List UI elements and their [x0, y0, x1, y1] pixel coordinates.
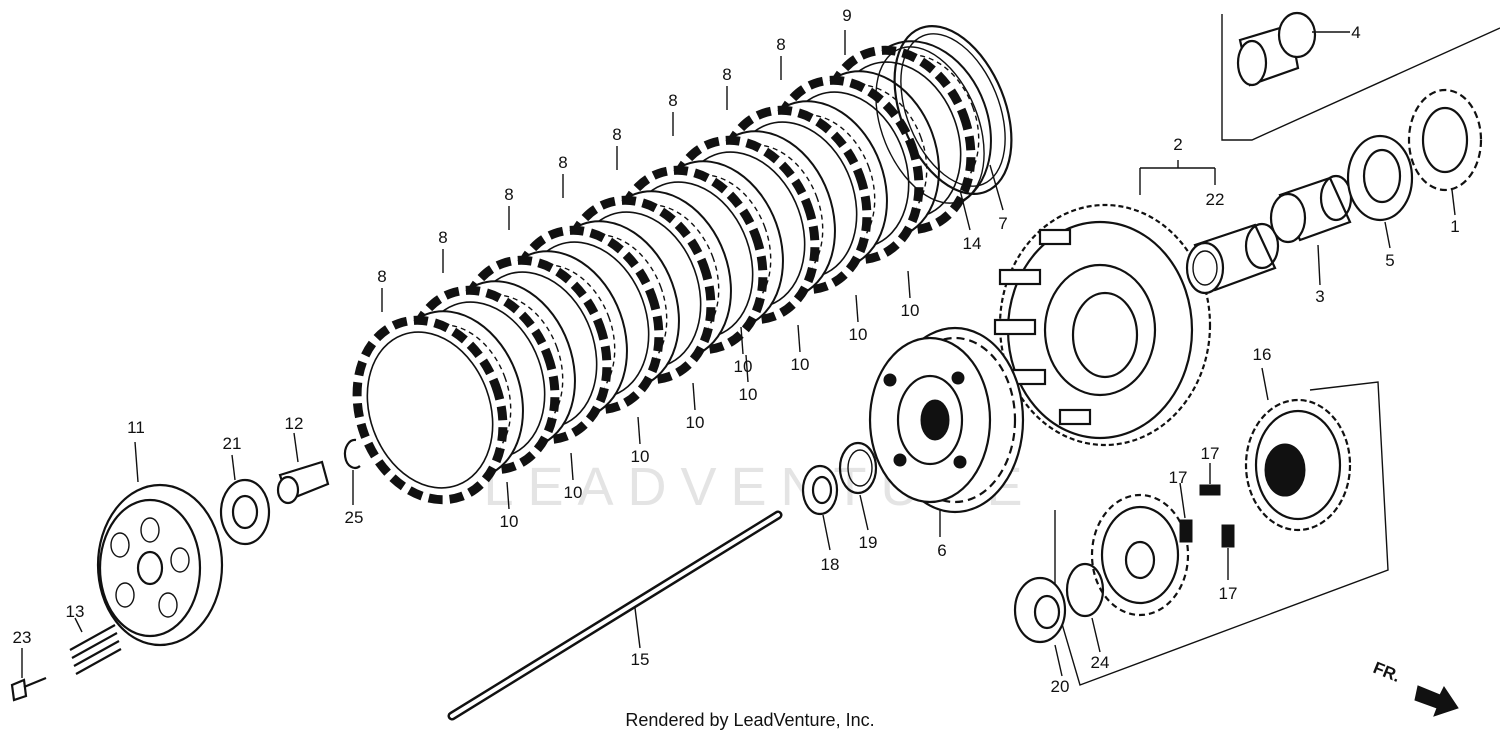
part-15-lifter-rod [447, 510, 783, 721]
part-20-washer [1013, 576, 1067, 644]
callout-6: 6 [937, 541, 946, 560]
callout-12: 12 [285, 414, 304, 433]
front-label: FR. [1371, 658, 1404, 686]
part-5-washer [1346, 134, 1414, 222]
part-25-clip [343, 438, 361, 469]
part-17-springs [1179, 484, 1235, 548]
callout-25: 25 [345, 508, 364, 527]
part-21-bearing [219, 478, 271, 546]
callout-22: 22 [1206, 190, 1225, 209]
part-12-lifter-piece [276, 460, 330, 505]
part-18-nut [801, 464, 839, 516]
part-16-gear [1244, 398, 1352, 532]
callout-11: 11 [127, 418, 145, 437]
callout-17a: 17 [1201, 444, 1220, 463]
part-14-ring [875, 46, 985, 204]
callout-14: 14 [963, 234, 982, 253]
part-11-pressure-plate [96, 483, 224, 647]
callout-9: 9 [842, 6, 851, 25]
friction-disc [352, 315, 508, 505]
callout-19: 19 [859, 533, 878, 552]
part-7-ring [893, 25, 1013, 195]
callout-8: 8 [776, 35, 785, 54]
callout-4: 4 [1351, 23, 1360, 42]
callout-13: 13 [66, 602, 85, 621]
callout-17c: 17 [1219, 584, 1238, 603]
callout-20: 20 [1051, 677, 1070, 696]
leader-lines [21, 30, 1456, 678]
callout-1: 1 [1450, 217, 1459, 236]
callout-10: 10 [791, 355, 810, 374]
front-direction-arrow: FR. [1371, 658, 1459, 717]
callout-10: 10 [631, 447, 650, 466]
callout-3: 3 [1315, 287, 1324, 306]
clutch-outer [993, 203, 1212, 447]
callout-10: 10 [901, 301, 920, 320]
callout-7: 7 [998, 214, 1007, 233]
part-19-washer [838, 441, 878, 495]
footer-credit: Rendered by LeadVenture, Inc. [625, 710, 874, 730]
part-22-needle-bearing [1185, 222, 1280, 295]
callout-8: 8 [438, 228, 447, 247]
callout-21: 21 [223, 434, 242, 453]
callout-15: 15 [631, 650, 650, 669]
callout-8: 8 [612, 125, 621, 144]
callout-16: 16 [1253, 345, 1272, 364]
arrow-right-icon [1414, 685, 1459, 717]
callout-8: 8 [668, 91, 677, 110]
callout-10: 10 [500, 512, 519, 531]
callout-8: 8 [722, 65, 731, 84]
callout-24: 24 [1091, 653, 1110, 672]
callout-17b: 17 [1169, 468, 1188, 487]
part-4-inset [1221, 11, 1500, 141]
callout-18: 18 [821, 555, 840, 574]
callout-10: 10 [849, 325, 868, 344]
callouts-8-and-10: 8 8 8 8 8 8 8 8 10 10 10 10 10 10 10 10 10 [377, 35, 919, 531]
callout-10: 10 [686, 413, 705, 432]
callout-23: 23 [13, 628, 32, 647]
sub-gear [1090, 493, 1190, 617]
part-23-bolt [10, 676, 47, 702]
callout-10: 10 [564, 483, 583, 502]
part-13-spring [69, 624, 122, 675]
callout-10: 10 [739, 385, 758, 404]
clutch-plate-stack [352, 40, 992, 505]
part-1-sprocket [1407, 88, 1483, 192]
callout-8: 8 [558, 153, 567, 172]
clutch-center [868, 326, 1025, 514]
callout-10: 10 [734, 357, 753, 376]
callout-2: 2 [1173, 135, 1182, 154]
callout-5: 5 [1385, 251, 1394, 270]
callout-8: 8 [377, 267, 386, 286]
part-3-collar [1269, 174, 1353, 244]
callout-8: 8 [504, 185, 513, 204]
part-24-snap-ring [1065, 562, 1105, 618]
callouts: 1 2 3 4 5 6 7 9 11 12 13 14 15 16 17 17 … [13, 6, 1460, 696]
